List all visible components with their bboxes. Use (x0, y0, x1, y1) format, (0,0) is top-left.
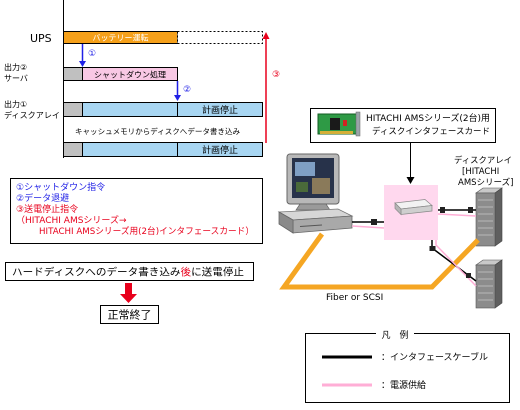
note-text-after: に送電停止 (191, 266, 244, 279)
card-title-line-2: ディスクインタフェースカード (372, 126, 490, 137)
note-text: ハードディスクへのデータ書き込み後に送電停止 (12, 266, 244, 279)
legend-title-backdrop (376, 329, 414, 340)
disk-array-title-line-1: ディスクアレイ (454, 155, 512, 166)
step-3-text: ③送電停止指令 (16, 203, 78, 215)
outcome-flow: ハードディスクへのデータ書き込み後に送電停止 正常終了 (5, 262, 254, 324)
disk-output-label: 出力① (4, 99, 27, 109)
legend-box (305, 333, 510, 403)
result-text: 正常終了 (108, 308, 152, 322)
power-cable-server (351, 225, 385, 229)
legend-power-supply-label: ：電源供給 (381, 379, 426, 391)
screen-window-3 (296, 182, 308, 192)
cable-connector (440, 207, 445, 213)
disk-name-label: ディスクアレイ (4, 110, 60, 120)
result-down-arrow (120, 283, 137, 303)
marker-1-label: ① (88, 49, 96, 59)
timing-chart: UPS バッテリー運転 ① 出力② サーバ シャットダウン処理 ② 出力① ディ… (4, 0, 280, 158)
disk-upper-idle-segment (63, 102, 83, 117)
disk-array-title-line-3: AMSシリーズ] (458, 177, 513, 188)
server-output-label: 出力② (4, 62, 27, 72)
disk-upper-running-segment (82, 102, 178, 117)
monitor-stand (295, 203, 331, 211)
shutdown-process-bar (82, 67, 178, 81)
cable-connector (429, 246, 436, 251)
step-1-text: ①シャットダウン指令 (16, 181, 105, 193)
legend-title: 凡 例 (381, 329, 408, 341)
tower-2-side (494, 259, 503, 309)
marker-3-label: ③ (272, 70, 280, 80)
system-diagram: HITACHI AMSシリーズ(2台)用 ディスクインタフェースカード ディスク… (277, 108, 513, 309)
power-stop-arrow-head (262, 32, 270, 39)
interface-unit-side (394, 202, 402, 216)
ups-stopped-segment (177, 31, 263, 44)
step-2-text: ②データ退避 (16, 192, 69, 204)
card-led (343, 120, 347, 126)
cable-connector (371, 219, 377, 225)
step-list: ①シャットダウン指令 ②データ退避 ③送電停止指令 （HITACHI AMSシリ… (10, 178, 263, 244)
computer-drive-slot (299, 224, 323, 227)
note-text-emphasis: 後 (181, 266, 192, 279)
power-cable-tower-1 (437, 213, 477, 217)
shutdown-process-label: シャットダウン処理 (94, 70, 166, 80)
note-box (5, 262, 254, 281)
cable-connector (468, 207, 473, 213)
legend: 凡 例 ：インタフェースケーブル ：電源供給 (305, 329, 510, 403)
battery-operation-label: バッテリー運転 (93, 34, 149, 43)
tower-1-drive-bays (478, 199, 493, 236)
step-3-detail-line-2: HITACHI AMSシリーズ用(2台)インタフェースカード） (39, 225, 254, 237)
tower-1-side (494, 187, 503, 247)
shutdown-command-arrow-head (79, 61, 86, 67)
cache-write-label: キャッシュメモリからディスクへデータ書き込み (75, 126, 240, 136)
step-list-box (10, 178, 263, 244)
fiber-scsi-label: Fiber or SCSI (326, 293, 383, 303)
legend-interface-cable-label: ：インタフェースケーブル (381, 351, 488, 363)
ups-row-label: UPS (30, 32, 52, 45)
card-pointer-arrow-head (406, 177, 415, 184)
result-box (100, 305, 159, 324)
disk-array-title-line-2: [HITACHI (462, 167, 499, 177)
disk-lower-running-segment (82, 142, 178, 157)
disk-upper-planned-stop-segment (177, 102, 263, 117)
disk-lower-planned-stop-segment (177, 142, 263, 157)
disk-array-tower-2 (475, 259, 503, 309)
card-chip (330, 118, 340, 130)
server-computer-icon (277, 153, 354, 234)
card-bracket (355, 111, 361, 137)
tower-1-front (475, 192, 496, 247)
marker-2-label: ② (183, 85, 191, 95)
screen-window-2 (312, 178, 330, 194)
disk-lower-idle-segment (63, 142, 83, 157)
note-text-before: ハードディスクへのデータ書き込み (12, 266, 181, 279)
step-3-detail-line-1: （HITACHI AMSシリーズ→ (16, 214, 127, 226)
disk-array-tower-1 (475, 187, 503, 247)
computer-case-side (278, 211, 294, 234)
tower-2-drive-bays (478, 271, 493, 301)
disk-lower-planned-stop-label: 計画停止 (202, 144, 238, 156)
interface-card-icon (317, 111, 361, 137)
cable-connector (466, 273, 471, 278)
power-cable-tower-2 (435, 240, 477, 287)
data-evacuation-arrow-head (174, 95, 181, 101)
card-edge-connector (320, 131, 353, 134)
server-name-label: サーバ (4, 74, 28, 83)
disk-upper-planned-stop-label: 計画停止 (202, 104, 238, 116)
server-idle-segment (63, 67, 83, 81)
card-title-line-1: HITACHI AMSシリーズ(2台)用 (366, 112, 490, 124)
interface-unit-icon (394, 199, 433, 216)
screen-window-1 (295, 162, 315, 176)
